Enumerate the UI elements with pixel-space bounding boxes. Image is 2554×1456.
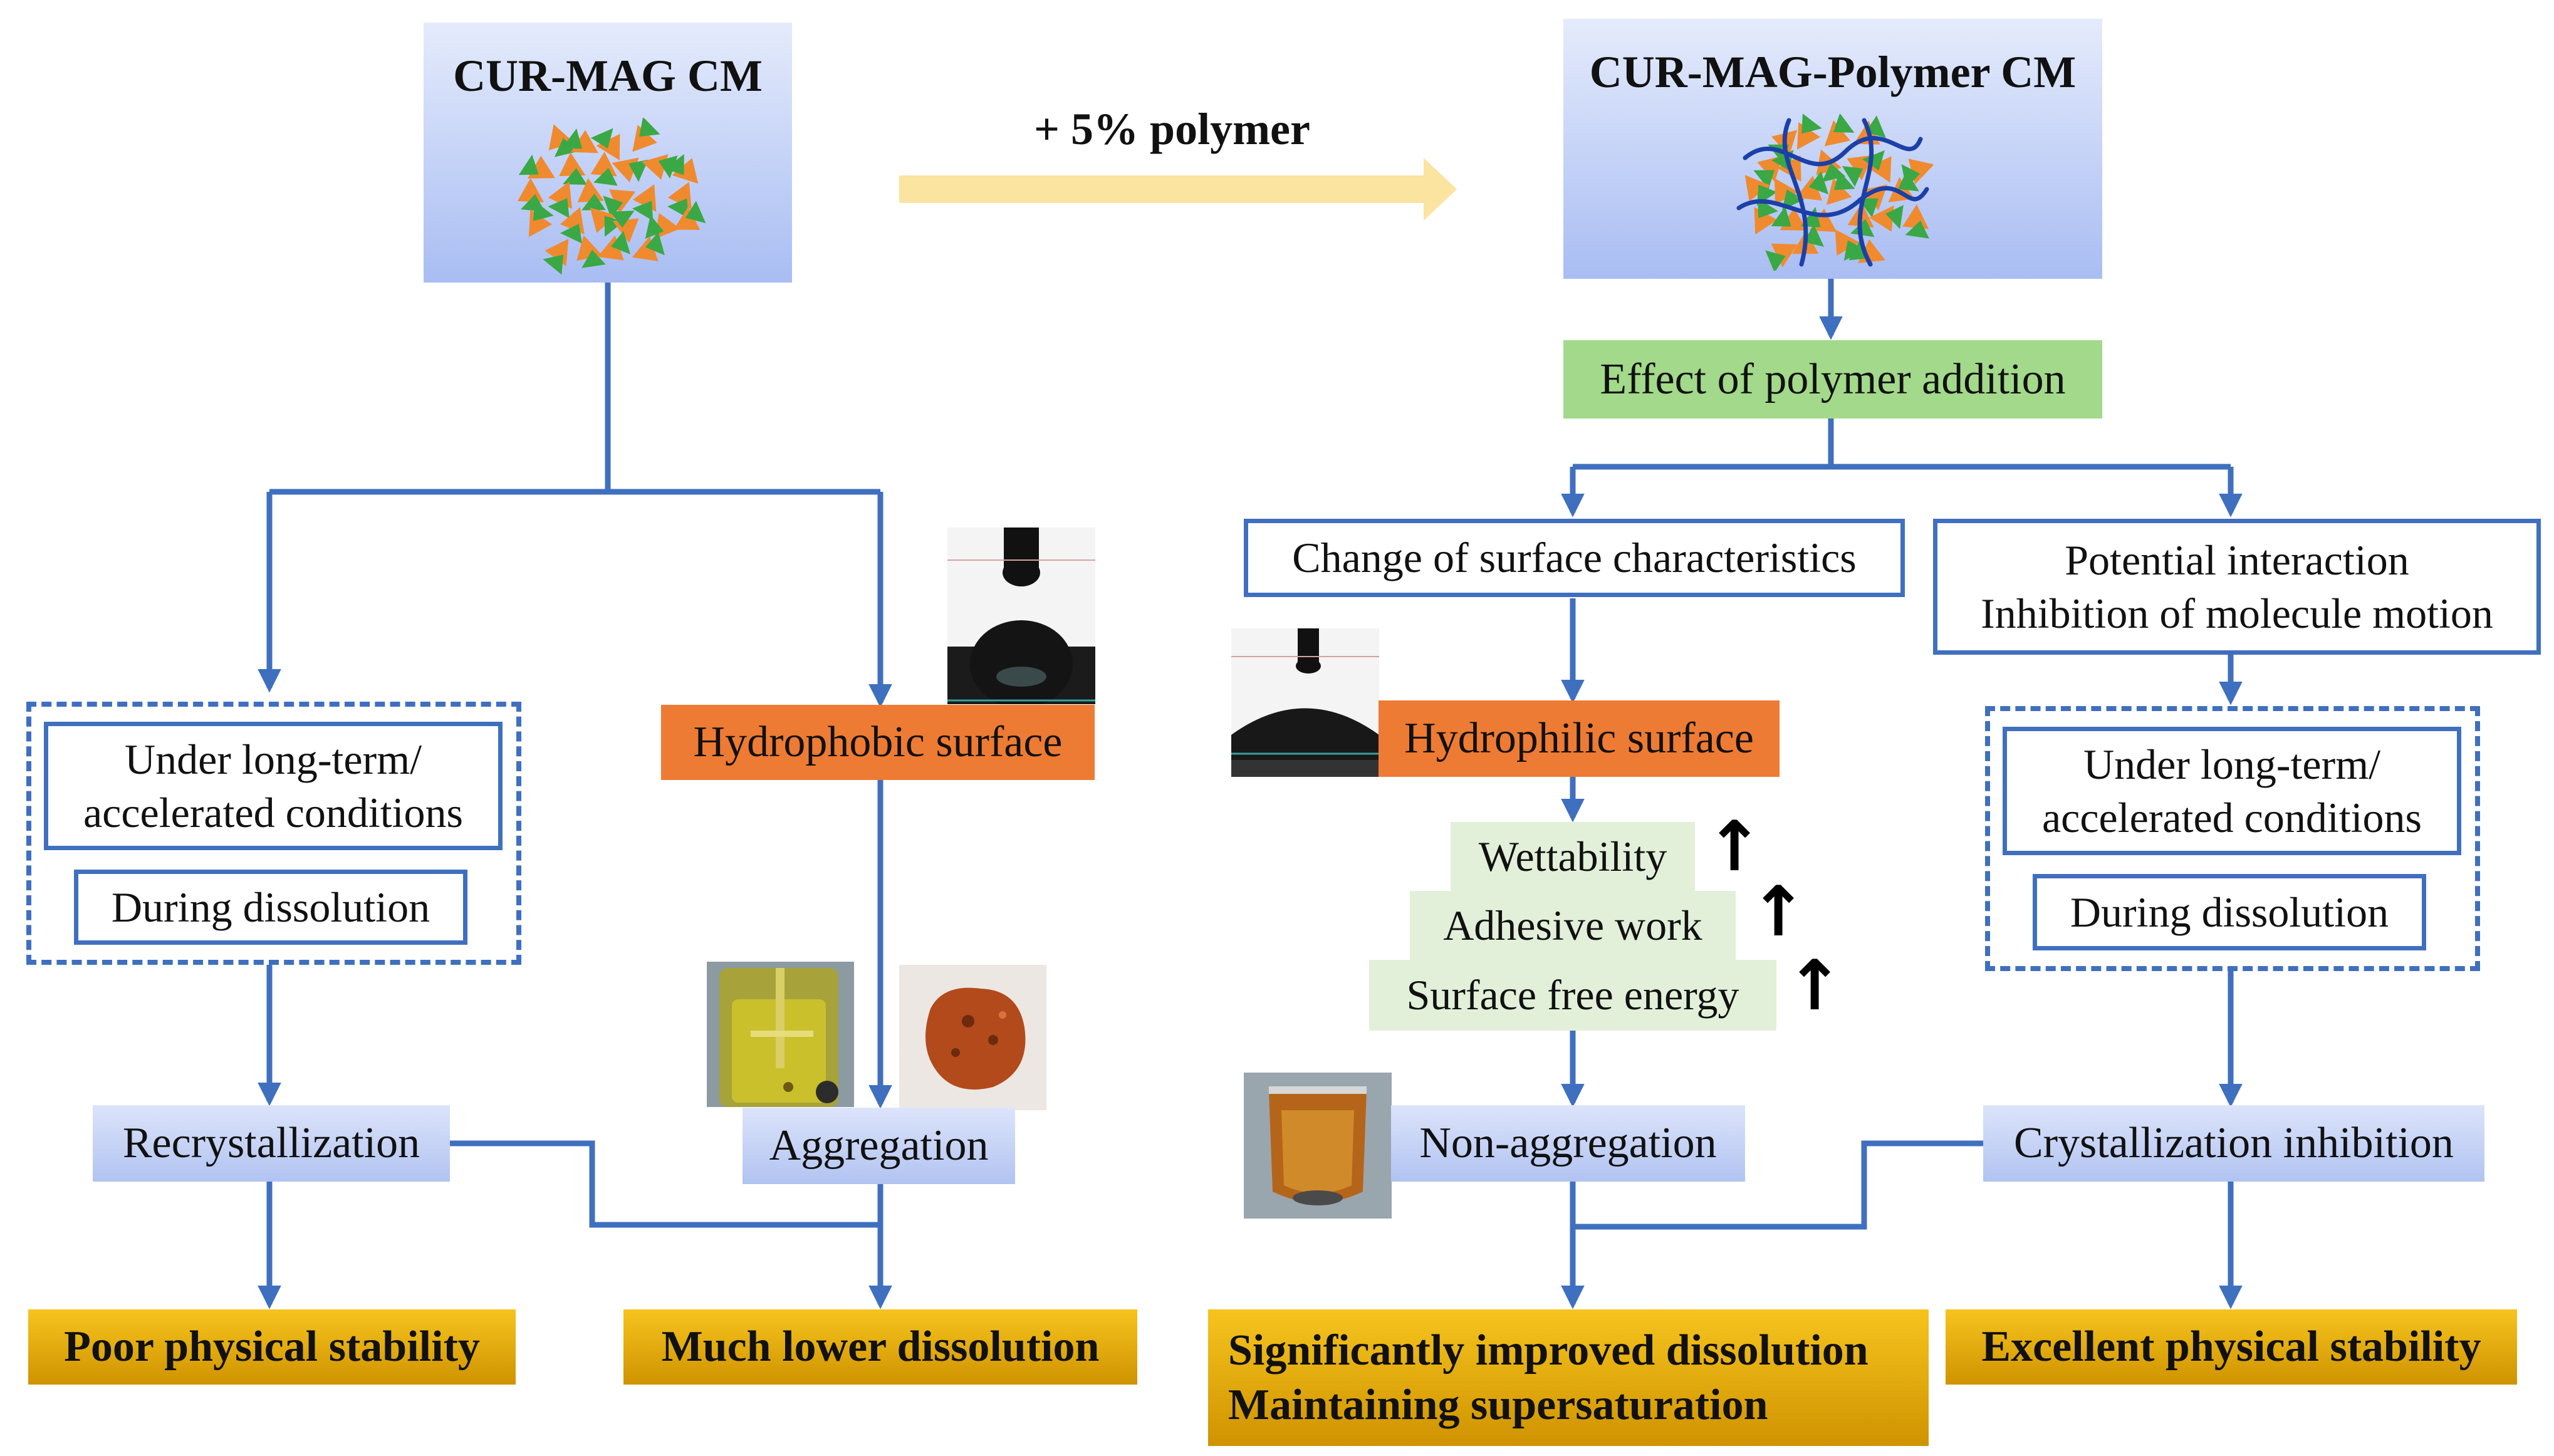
aggregation-vessel-photo: [707, 962, 854, 1107]
non-aggregation-vessel-photo: [1244, 1073, 1392, 1219]
right-dissolution-text: During dissolution: [2070, 888, 2389, 936]
improved-dissolution-line2: Maintaining supersaturation: [1228, 1381, 1768, 1429]
wettability-box: Wettability: [1451, 822, 1695, 891]
hydrophilic-droplet-photo: [1231, 628, 1379, 777]
hydrophobic-surface-box: Hydrophobic surface: [661, 705, 1095, 780]
connector-cryst-to-improved: [1573, 1140, 1983, 1230]
adhesive-work-increase-arrow-icon: ↑: [1749, 871, 1808, 952]
surface-free-energy-increase-arrow-icon: ↑: [1786, 945, 1844, 1026]
aggregate-lump-photo: [899, 965, 1046, 1110]
effect-of-polymer-box: Effect of polymer addition: [1563, 340, 2102, 419]
polymer-molecule-cluster-icon: [1736, 114, 1933, 271]
much-lower-dissolution-box: Much lower dissolution: [623, 1309, 1137, 1385]
interaction-line2: Inhibition of molecule motion: [1981, 589, 2493, 637]
right-long-term-text: Under long-term/ accelerated conditions: [2041, 740, 2422, 841]
molecule-cluster-icon: [517, 118, 706, 274]
left-conditions-group: [26, 702, 521, 965]
wettability-increase-arrow-icon: ↑: [1706, 806, 1764, 887]
adhesive-work-box: Adhesive work: [1410, 891, 1736, 960]
recrystallization-box: Recrystallization: [93, 1105, 450, 1182]
right-dissolution-box: During dissolution: [2033, 874, 2426, 950]
left-dissolution-box: During dissolution: [74, 870, 467, 945]
right-long-term-box: Under long-term/ accelerated conditions: [2003, 727, 2461, 855]
hydrophilic-surface-box: Hydrophilic surface: [1379, 700, 1780, 777]
hydrophobic-droplet-photo: [947, 528, 1095, 704]
surface-change-box: Change of surface characteristics: [1244, 519, 1905, 597]
cur-mag-polymer-cm-box: CUR-MAG-Polymer CM: [1563, 19, 2102, 279]
interaction-line1: Potential interaction: [2065, 536, 2409, 584]
interaction-box: Potential interaction Inhibition of mole…: [1933, 519, 2541, 655]
left-dissolution-text: During dissolution: [111, 883, 430, 931]
transition-label: + 5% polymer: [1034, 104, 1310, 154]
improved-dissolution-box: Significantly improved dissolution Maint…: [1208, 1309, 1929, 1446]
connector-left-split: [269, 281, 880, 495]
connector-right-split: [1573, 419, 2231, 470]
cur-mag-cm-title: CUR-MAG CM: [453, 51, 763, 101]
connector-recryst-to-lower: [450, 1140, 880, 1228]
non-aggregation-box: Non-aggregation: [1391, 1105, 1745, 1182]
cur-mag-polymer-cm-title: CUR-MAG-Polymer CM: [1589, 47, 2077, 97]
right-conditions-group: [1985, 706, 2480, 971]
improved-dissolution-line1: Significantly improved dissolution: [1228, 1326, 1869, 1375]
cur-mag-cm-box: CUR-MAG CM: [424, 23, 792, 283]
excellent-physical-stability-box: Excellent physical stability: [1946, 1309, 2517, 1385]
aggregation-box: Aggregation: [743, 1108, 1015, 1184]
surface-free-energy-box: Surface free energy: [1369, 960, 1776, 1031]
poor-physical-stability-box: Poor physical stability: [28, 1309, 516, 1385]
crystallization-inhibition-box: Crystallization inhibition: [1983, 1105, 2484, 1182]
left-long-term-text: Under long-term/ accelerated conditions: [83, 735, 464, 836]
left-long-term-box: Under long-term/ accelerated conditions: [44, 722, 503, 850]
transition-arrow: [899, 158, 1457, 221]
